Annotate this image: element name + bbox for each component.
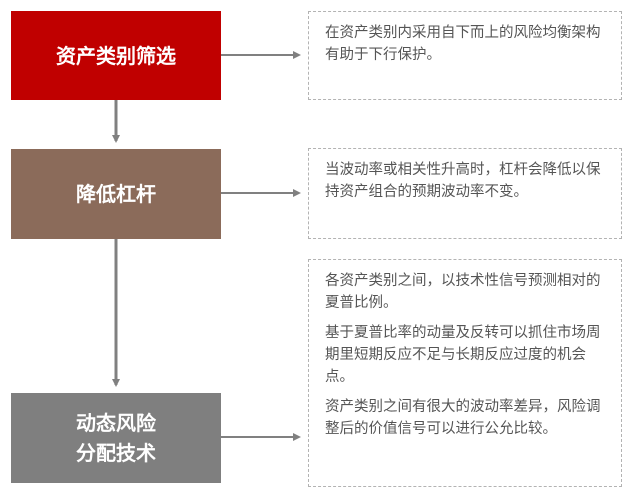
note-text: 在资产类别内采用自下而上的风险均衡架构有助于下行保护。 <box>325 25 601 63</box>
note-text-2: 基于夏普比率的动量及反转可以抓住市场周期里短期反应不足与长期反应过度的机会点。 <box>325 325 601 385</box>
note-asset-class-screening: 在资产类别内采用自下而上的风险均衡架构有助于下行保护。 <box>308 11 622 100</box>
step-label-line-1: 动态风险 <box>76 411 156 435</box>
note-text-1: 各资产类别之间，以技术性信号预测相对的夏普比例。 <box>325 273 601 311</box>
step-box-asset-class-screening: 资产类别筛选 <box>11 11 221 100</box>
step-box-reduce-leverage: 降低杠杆 <box>11 149 221 239</box>
step-box-dynamic-risk-allocation: 动态风险 分配技术 <box>11 393 221 483</box>
note-text-3: 资产类别之间有很大的波动率差异，风险调整后的价值信号可以进行公允比较。 <box>325 399 601 437</box>
step-label: 资产类别筛选 <box>56 43 176 68</box>
note-dynamic-risk-allocation: 各资产类别之间，以技术性信号预测相对的夏普比例。 基于夏普比率的动量及反转可以抓… <box>308 259 622 487</box>
note-text: 当波动率或相关性升高时，杠杆会降低以保持资产组合的预期波动率不变。 <box>325 162 601 200</box>
note-reduce-leverage: 当波动率或相关性升高时，杠杆会降低以保持资产组合的预期波动率不变。 <box>308 148 622 239</box>
step-label-line-2: 分配技术 <box>76 441 156 465</box>
step-label: 降低杠杆 <box>76 182 156 206</box>
